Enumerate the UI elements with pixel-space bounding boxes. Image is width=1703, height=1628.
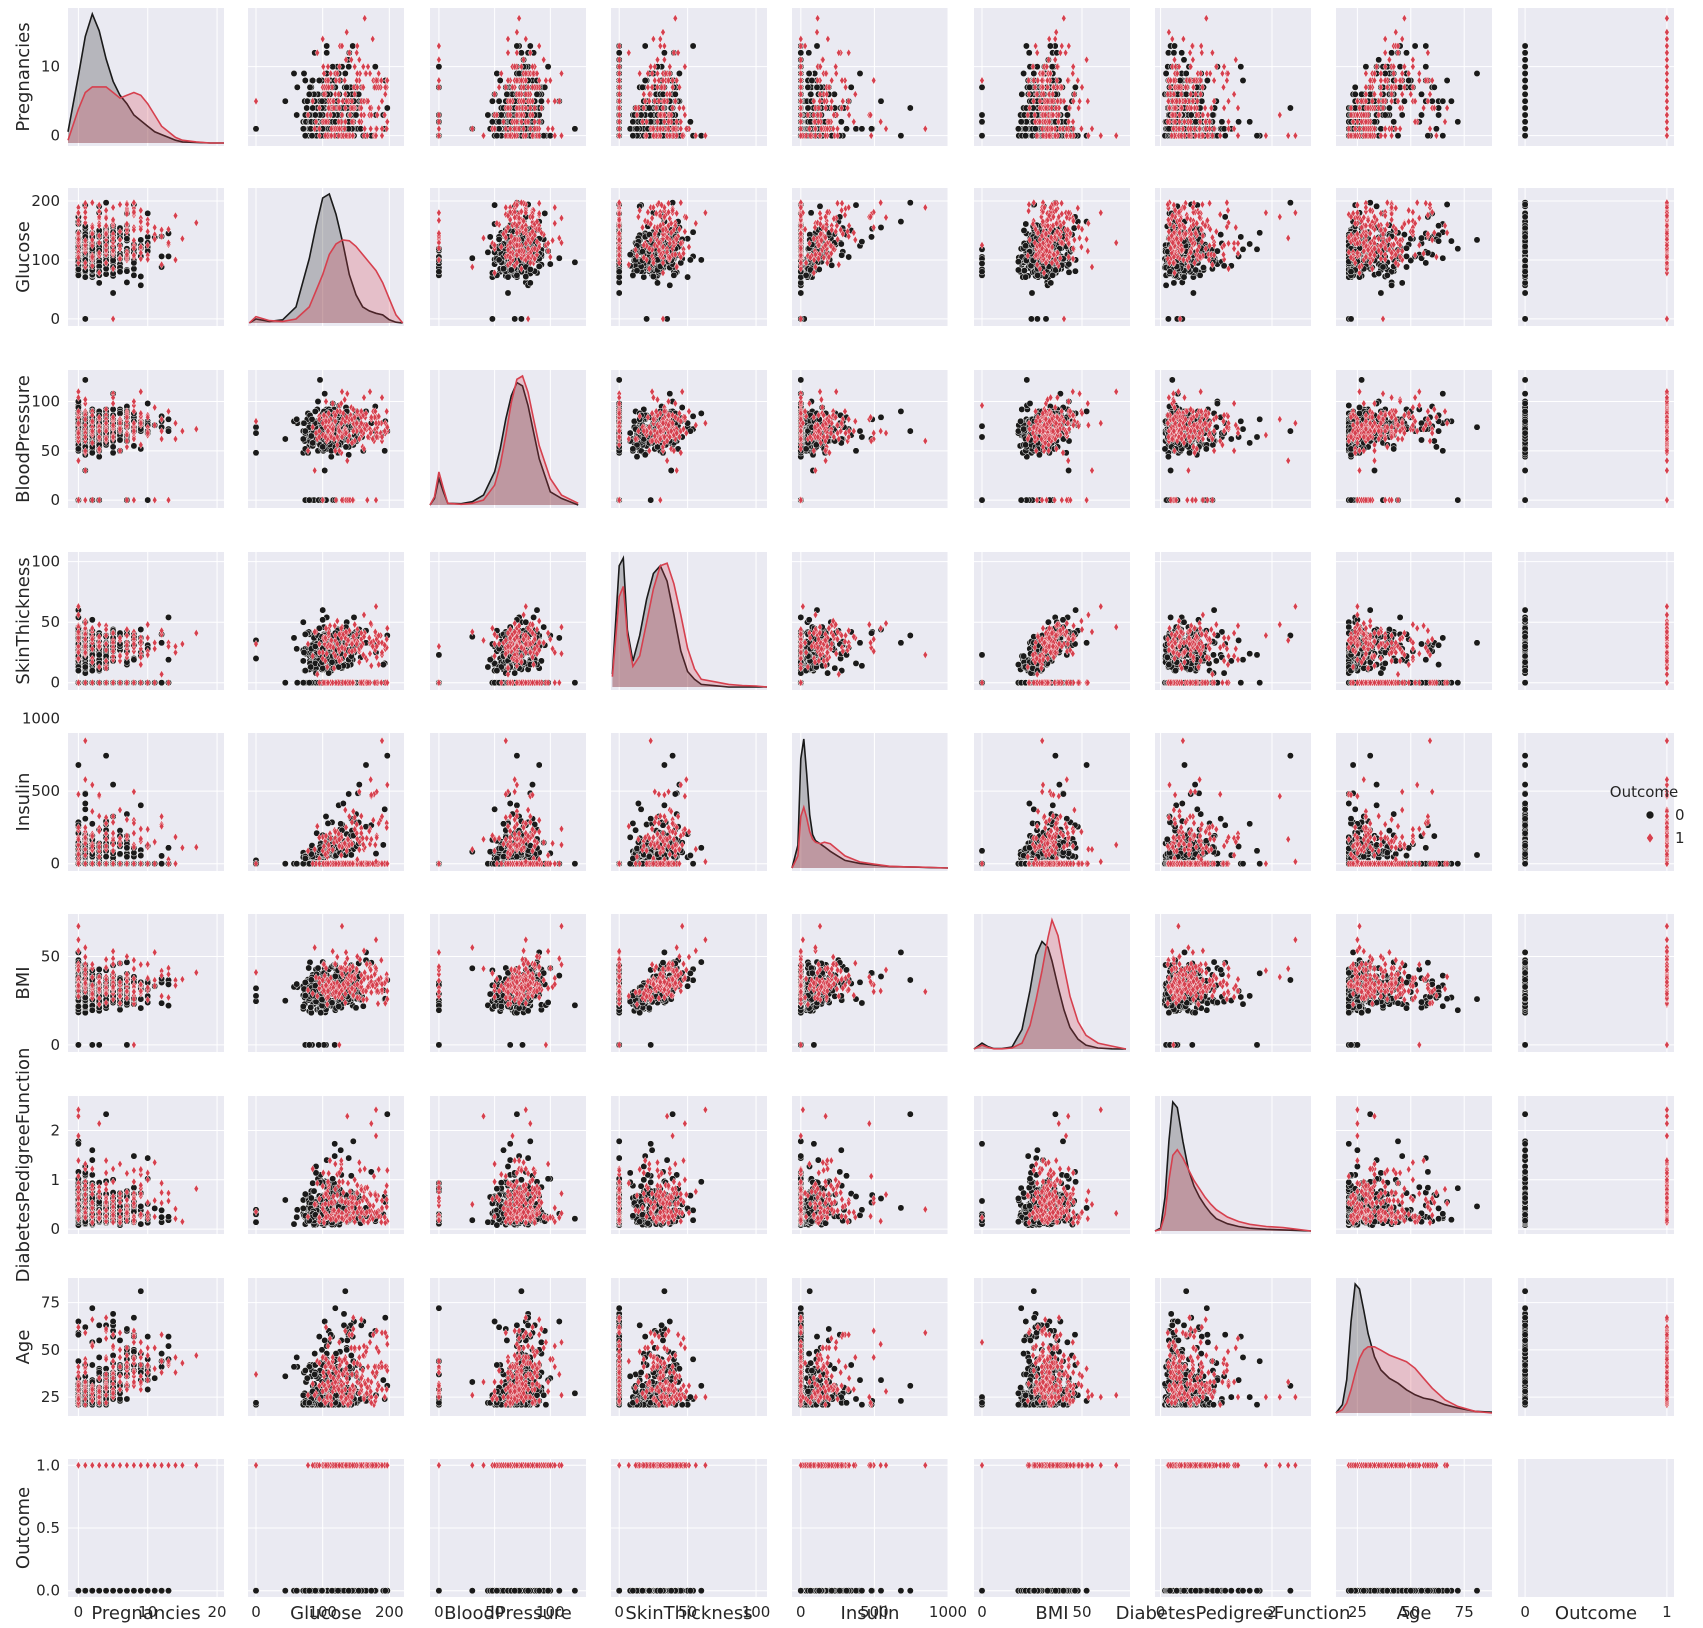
scatter-point-outcome-0 — [319, 98, 325, 104]
scatter-point-outcome-0 — [346, 63, 352, 69]
scatter-point-outcome-0 — [496, 98, 502, 104]
scatter-point-outcome-0 — [300, 126, 306, 132]
y-tick-label: 0 — [50, 127, 60, 145]
scatter-point-outcome-0 — [306, 91, 312, 97]
panel-pregnancies-vs-blood-pressure — [430, 8, 586, 146]
scatter-point-outcome-0 — [310, 105, 316, 111]
scatter-point-outcome-0 — [630, 119, 636, 125]
scatter-point-outcome-0 — [572, 126, 578, 132]
scatter-point-outcome-0 — [304, 98, 310, 104]
panel-pregnancies-vs-skin-thickness — [611, 8, 767, 146]
scatter-point-outcome-0 — [307, 84, 313, 90]
scatter-point-outcome-0 — [324, 43, 330, 49]
scatter-point-outcome-0 — [344, 84, 350, 90]
scatter-point-outcome-0 — [489, 98, 495, 104]
scatter-point-outcome-0 — [514, 43, 520, 49]
scatter-point-outcome-0 — [294, 84, 300, 90]
scatter-point-outcome-0 — [324, 50, 330, 56]
scatter-point-outcome-0 — [545, 63, 551, 69]
scatter-point-outcome-0 — [310, 77, 316, 83]
scatter-point-outcome-0 — [634, 126, 640, 132]
scatter-point-outcome-0 — [661, 50, 667, 56]
scatter-point-outcome-0 — [316, 77, 322, 83]
scatter-point-outcome-0 — [538, 98, 544, 104]
scatter-point-outcome-0 — [301, 70, 307, 76]
scatter-point-outcome-0 — [676, 70, 682, 76]
scatter-point-outcome-0 — [527, 43, 533, 49]
scatter-point-outcome-0 — [312, 112, 318, 118]
scatter-point-outcome-0 — [253, 126, 259, 132]
y-tick-label: 10 — [41, 58, 60, 76]
scatter-point-outcome-0 — [384, 105, 390, 111]
scatter-point-outcome-0 — [372, 63, 378, 69]
scatter-point-outcome-0 — [687, 119, 693, 125]
scatter-point-outcome-0 — [302, 133, 308, 139]
scatter-point-outcome-0 — [504, 91, 510, 97]
pairplot-panels: 0100100200050100050100050010000500122550… — [22, 8, 1674, 1621]
scatter-point-outcome-0 — [309, 133, 315, 139]
scatter-point-outcome-0 — [342, 70, 348, 76]
scatter-point-outcome-0 — [485, 112, 491, 118]
scatter-point-outcome-0 — [690, 43, 696, 49]
scatter-point-outcome-0 — [672, 91, 678, 97]
scatter-point-outcome-0 — [302, 77, 308, 83]
panel-pregnancies-vs-glucose — [248, 8, 404, 146]
panel-pregnancies-vs-pregnancies: 0 10 — [41, 8, 224, 146]
scatter-point-outcome-0 — [630, 133, 636, 139]
scatter-point-outcome-0 — [642, 77, 648, 83]
scatter-point-outcome-0 — [494, 133, 500, 139]
scatter-point-outcome-0 — [648, 112, 654, 118]
scatter-point-outcome-0 — [497, 77, 503, 83]
scatter-point-outcome-0 — [291, 70, 297, 76]
scatter-point-outcome-0 — [282, 98, 288, 104]
scatter-point-outcome-0 — [616, 50, 622, 56]
scatter-point-outcome-0 — [436, 63, 442, 69]
scatter-point-outcome-0 — [353, 112, 359, 118]
scatter-point-outcome-0 — [534, 91, 540, 97]
scatter-point-outcome-0 — [489, 119, 495, 125]
scatter-point-outcome-0 — [294, 112, 300, 118]
scatter-point-outcome-0 — [642, 43, 648, 49]
scatter-point-outcome-0 — [304, 105, 310, 111]
